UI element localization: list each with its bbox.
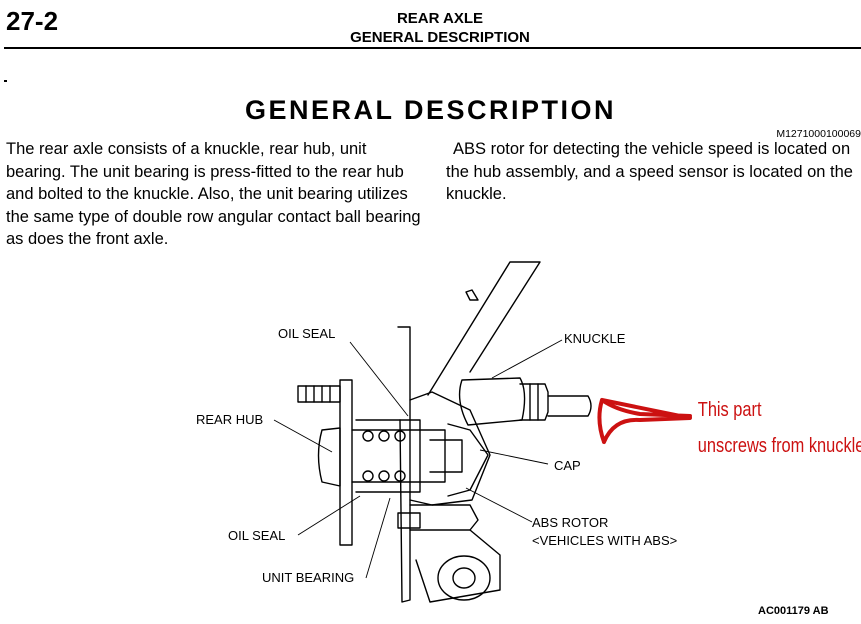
tie-rod-nut xyxy=(519,383,549,421)
figure-id: AC001179 AB xyxy=(758,605,829,617)
label-oil-seal-top: OIL SEAL xyxy=(278,326,335,341)
bushing-outer xyxy=(437,555,491,601)
bushing-inner xyxy=(452,567,476,589)
bearing-ball xyxy=(378,430,390,442)
diagram-drawing xyxy=(297,261,592,603)
label-abs-rotor: ABS ROTOR xyxy=(532,515,608,530)
body-paragraph-left: The rear axle consists of a knuckle, rea… xyxy=(6,140,421,248)
bearing-ball xyxy=(378,470,390,482)
header-section-title: GENERAL DESCRIPTION xyxy=(350,29,530,46)
header-rule xyxy=(4,47,861,49)
backing-plate xyxy=(397,326,411,603)
wheel-stud xyxy=(297,385,341,403)
label-oil-seal-bottom: OIL SEAL xyxy=(228,528,285,543)
label-cap: CAP xyxy=(554,458,581,473)
hub-shaft xyxy=(351,429,446,483)
hub-plate xyxy=(339,379,353,546)
unit-bearing-race xyxy=(355,419,421,493)
bearing-ball xyxy=(362,470,374,482)
label-unit-bearing: UNIT BEARING xyxy=(262,570,354,585)
knuckle-arm xyxy=(427,261,541,396)
document-id: M1271000100069 xyxy=(776,128,861,140)
annotation-line-2: unscrews from knuckle xyxy=(698,433,861,456)
lower-arm xyxy=(409,504,479,531)
label-knuckle: KNUCKLE xyxy=(564,331,626,346)
hub-nut xyxy=(429,439,463,473)
cap xyxy=(447,423,489,497)
running-header: REAR AXLE GENERAL DESCRIPTION xyxy=(270,9,610,47)
label-abs-rotor-note: <VEHICLES WITH ABS> xyxy=(532,533,677,548)
margin-tick xyxy=(4,80,7,82)
body-text-left-column: The rear axle consists of a knuckle, rea… xyxy=(6,138,426,251)
leader-lines xyxy=(273,339,563,579)
bearing-ball xyxy=(362,430,374,442)
lower-mount xyxy=(415,529,501,603)
body-paragraph-right: ABS rotor for detecting the vehicle spee… xyxy=(446,140,853,203)
red-arrow-icon xyxy=(597,398,692,444)
section-title: GENERAL DESCRIPTION xyxy=(244,95,617,125)
page-number: 27-2 xyxy=(6,6,59,36)
bearing-ball xyxy=(394,470,406,482)
arm-bracket xyxy=(465,289,479,301)
header-chapter-title: REAR AXLE xyxy=(396,10,484,27)
knuckle-casting xyxy=(409,391,491,506)
bearing-ball xyxy=(394,430,406,442)
lower-bolt xyxy=(397,512,421,529)
tie-rod-end xyxy=(458,377,526,426)
hub-flange xyxy=(317,427,341,487)
label-rear-hub: REAR HUB xyxy=(196,412,263,427)
body-text-right-column: ABS rotor for detecting the vehicle spee… xyxy=(446,138,861,206)
annotation-line-1: This part xyxy=(698,397,762,420)
tie-rod-stud xyxy=(547,395,592,417)
